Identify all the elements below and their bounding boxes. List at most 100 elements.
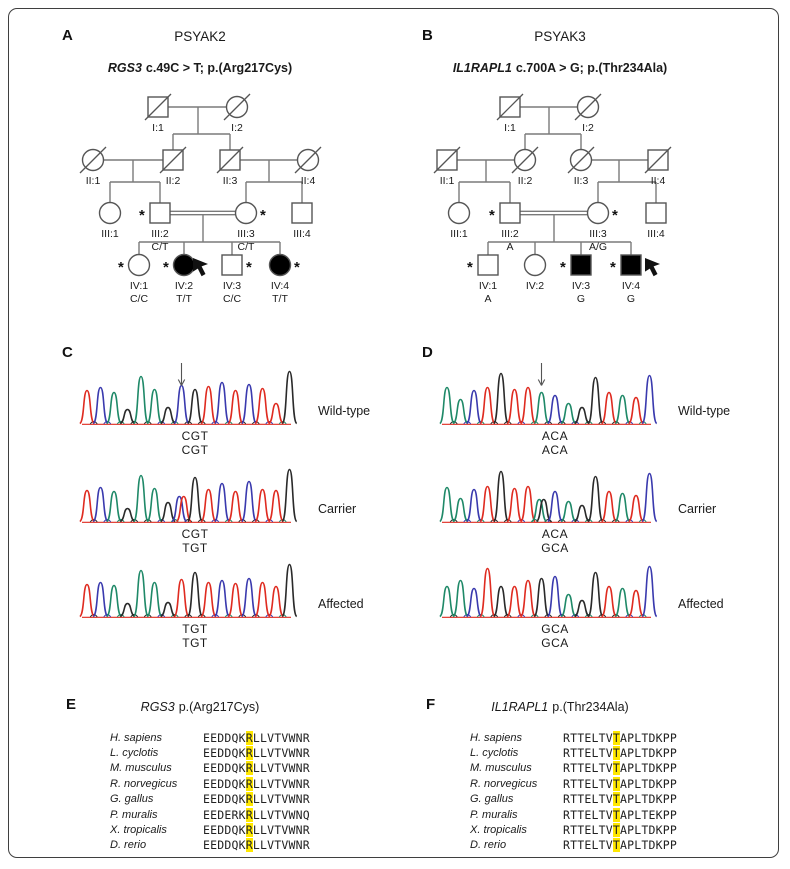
trace-peak xyxy=(547,490,563,523)
pedigree-id-label: II:1 xyxy=(86,175,101,187)
trace-peak xyxy=(601,585,617,618)
deceased-slash xyxy=(433,146,461,174)
pedigree-id-label: II:1 xyxy=(440,175,455,187)
species-name: L. cyclotis xyxy=(110,747,159,760)
label-d-carrier: Carrier xyxy=(678,502,717,516)
pedigree-symbol-IV:1 xyxy=(477,254,499,276)
trace-peak xyxy=(254,488,271,523)
trace-baseline-noise xyxy=(530,421,539,425)
trace-baseline-noise xyxy=(116,421,125,425)
trace-peak xyxy=(439,486,455,523)
trace-baseline-noise xyxy=(184,614,193,618)
trace-baseline-noise xyxy=(116,614,125,618)
species-name: P. muralis xyxy=(110,808,158,821)
tested-asterisk: * xyxy=(260,207,266,224)
trace-peak xyxy=(466,488,482,523)
trace-peak xyxy=(628,494,644,523)
tested-asterisk: * xyxy=(163,259,169,276)
variant-arrow-icon xyxy=(177,379,182,386)
panel-c-letter: C xyxy=(62,344,73,361)
pedigree-symbol-IV:4 xyxy=(620,254,642,276)
pedigree-id-label: III:2 xyxy=(151,228,169,240)
trace-peak xyxy=(281,563,298,618)
trace-baseline-noise xyxy=(143,519,152,523)
protein-sequence: RTTELTVTAPLTDKPP xyxy=(563,730,677,745)
tested-asterisk: * xyxy=(467,259,473,276)
pedigree-id-label: I:1 xyxy=(152,122,164,134)
highlighted-residue: R xyxy=(245,838,253,853)
trace-baseline-noise xyxy=(251,519,260,523)
trace-baseline-noise xyxy=(130,421,139,425)
pedigree-symbol-III:2 xyxy=(499,202,521,224)
label-c-carrier: Carrier xyxy=(318,502,357,516)
trace-baseline-noise xyxy=(265,614,274,618)
highlighted-residue: T xyxy=(612,823,620,838)
trace-baseline-noise xyxy=(625,519,634,523)
pedigree-symbol-III:3 xyxy=(234,201,258,225)
trace-baseline-noise xyxy=(170,421,179,425)
trace-peak xyxy=(241,383,257,425)
trace-peak xyxy=(200,385,217,425)
highlighted-residue: T xyxy=(612,838,620,853)
highlighted-residue: R xyxy=(245,761,253,776)
trace-baseline-noise xyxy=(251,614,260,618)
trace-peak xyxy=(452,579,469,618)
trace-peak xyxy=(79,583,95,618)
codon-label: CGT xyxy=(182,443,209,457)
trace-baseline-noise xyxy=(463,614,472,618)
highlighted-residue: R xyxy=(245,792,253,807)
trace-peak xyxy=(241,480,257,523)
variant-b-text: c.700A > G; p.(Thr234Ala) xyxy=(515,61,668,75)
trace-baseline-noise xyxy=(449,421,458,425)
trace-baseline-noise xyxy=(557,614,566,618)
trace-peak-het xyxy=(171,495,188,523)
trace-peak xyxy=(268,585,284,618)
codon-label: TGT xyxy=(182,636,208,650)
codon-label: ACA xyxy=(542,443,568,457)
species-name: L. cyclotis xyxy=(470,747,519,760)
trace-peak xyxy=(133,375,149,425)
gene-a-name: RGS3 xyxy=(107,61,142,75)
trace-baseline-noise xyxy=(265,421,274,425)
trace-peak xyxy=(79,489,95,523)
species-name: X. tropicalis xyxy=(470,824,527,837)
trace-peak xyxy=(227,490,244,523)
variant-arrow-icon xyxy=(541,379,546,386)
trace-peak xyxy=(614,492,631,523)
pedigree-id-label: IV:1 xyxy=(130,280,148,292)
trace-peak xyxy=(587,571,604,618)
tested-asterisk: * xyxy=(118,259,124,276)
trace-peak xyxy=(214,579,230,618)
tested-asterisk: * xyxy=(294,259,300,276)
family-a-title: PSYAK2 xyxy=(174,29,226,44)
protein-sequence: RTTELTVTAPLTDKPP xyxy=(563,761,677,776)
trace-peak xyxy=(173,578,190,618)
trace-peak xyxy=(119,408,136,425)
deceased-slash xyxy=(511,146,539,174)
pedigree-id-label: IV:2 xyxy=(175,280,193,292)
trace-baseline-noise xyxy=(251,421,260,425)
trace-peak xyxy=(254,387,271,425)
pedigree-symbol-IV:3 xyxy=(570,254,592,276)
trace-baseline-noise xyxy=(503,614,512,618)
genotype-label: T/T xyxy=(272,293,288,305)
trace-baseline-noise xyxy=(598,519,607,523)
trace-baseline-noise xyxy=(89,421,98,425)
trace-baseline-noise xyxy=(490,614,499,618)
trace-peak xyxy=(452,398,469,425)
trace-baseline-noise xyxy=(463,519,472,523)
codon-label: GCA xyxy=(541,636,569,650)
trace-baseline-noise xyxy=(89,519,98,523)
